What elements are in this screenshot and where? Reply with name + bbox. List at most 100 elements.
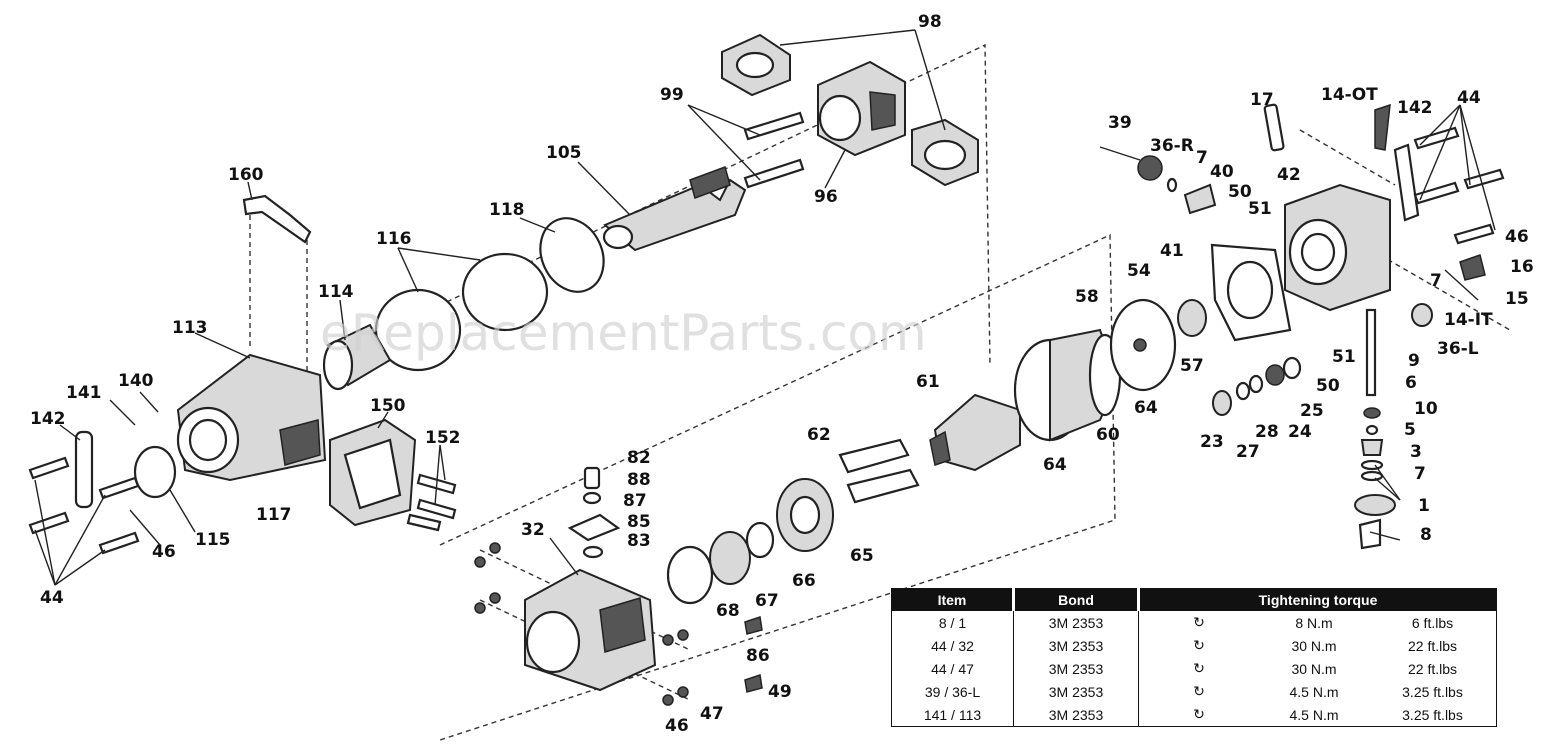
- cell-item: 44 / 32: [891, 634, 1014, 657]
- callout-14-OT: 14-OT: [1321, 85, 1378, 105]
- table-row: 44 / 32 3M 2353 ↻ 30 N.m 22 ft.lbs: [891, 634, 1497, 657]
- callout-64-right: 64: [1134, 398, 1158, 418]
- reverse-valve-14-IT: [1411, 254, 1486, 327]
- rotate-clockwise-icon: ↻: [1193, 706, 1205, 722]
- cell-bond: 3M 2353: [1013, 680, 1139, 703]
- rear-housing-32: [524, 568, 657, 692]
- callout-105: 105: [546, 143, 582, 163]
- housing-sleeves-116: [374, 252, 549, 372]
- callout-98: 98: [918, 12, 942, 32]
- rotate-clockwise-icon: ↻: [1193, 660, 1205, 676]
- o-ring-118: [539, 217, 605, 293]
- cell-item: 44 / 47: [891, 657, 1014, 680]
- callout-10: 10: [1414, 399, 1438, 419]
- callout-39: 39: [1108, 113, 1132, 133]
- hammer-pins: [743, 111, 805, 189]
- table-row: 8 / 1 3M 2353 ↻ 8 N.m 6 ft.lbs: [891, 611, 1497, 634]
- rotor-61: [929, 393, 1021, 472]
- callout-8: 8: [1420, 525, 1432, 545]
- cell-bond: 3M 2353: [1013, 634, 1139, 657]
- callout-42: 42: [1277, 165, 1301, 185]
- callout-115: 115: [195, 530, 231, 550]
- cell-nm: 8 N.m: [1295, 614, 1333, 631]
- callout-labels: 98 99 105 118 116 96 160 114 113 141 140…: [30, 12, 1534, 736]
- header-torque: Tightening torque: [1138, 588, 1497, 611]
- callout-62: 62: [807, 425, 831, 445]
- hammer-cage-part: [721, 33, 979, 187]
- bushing-114: [322, 323, 392, 391]
- callout-28: 28: [1255, 422, 1279, 442]
- callout-51-bottom: 51: [1332, 347, 1356, 367]
- callout-7-right: 7: [1430, 271, 1442, 291]
- callout-142-right: 142: [1397, 98, 1433, 118]
- cell-nm: 4.5 N.m: [1289, 706, 1339, 723]
- bracket-160: [242, 194, 312, 244]
- callout-36-L: 36-L: [1437, 339, 1479, 359]
- callout-68: 68: [716, 601, 740, 621]
- cell-bond: 3M 2353: [1013, 657, 1139, 680]
- handle-142-left: [74, 430, 94, 509]
- cell-item: 8 / 1: [891, 611, 1014, 634]
- end-plate-65: [776, 478, 834, 552]
- callout-96: 96: [814, 187, 838, 207]
- callout-57: 57: [1180, 356, 1204, 376]
- callout-44-left: 44: [40, 588, 64, 608]
- callout-32: 32: [521, 520, 545, 540]
- callout-47: 47: [700, 704, 724, 724]
- callout-50-top: 50: [1228, 182, 1252, 202]
- screws-44-right: [1413, 126, 1505, 245]
- cell-item: 39 / 36-L: [891, 680, 1014, 703]
- cell-nm: 30 N.m: [1291, 660, 1337, 677]
- rotate-clockwise-icon: ↻: [1193, 683, 1205, 699]
- callout-36-R: 36-R: [1150, 136, 1194, 156]
- callout-141: 141: [66, 383, 102, 403]
- small-parts-82-83: [567, 466, 621, 559]
- callout-67: 67: [755, 591, 779, 611]
- leader-lines: [34, 29, 1496, 586]
- callout-116: 116: [376, 229, 412, 249]
- cell-bond: 3M 2353: [1013, 611, 1139, 634]
- callout-46-left: 46: [152, 542, 176, 562]
- screw-39: [1099, 146, 1217, 215]
- rotate-clockwise-icon: ↻: [1193, 614, 1205, 630]
- seal-115: [133, 445, 177, 499]
- cell-bond: 3M 2353: [1013, 703, 1139, 727]
- callout-60: 60: [1096, 425, 1120, 445]
- callout-50-bottom: 50: [1316, 376, 1340, 396]
- table-header-row: Item Bond Tightening torque: [891, 588, 1497, 611]
- callout-51-top: 51: [1248, 199, 1272, 219]
- callout-46-right: 46: [1505, 227, 1529, 247]
- anvil-shaft: [602, 166, 747, 252]
- header-item: Item: [891, 588, 1015, 611]
- handle-142-right: [1393, 143, 1420, 222]
- callout-7-top: 7: [1196, 148, 1208, 168]
- callout-40: 40: [1210, 162, 1234, 182]
- callout-140: 140: [118, 371, 154, 391]
- callout-24: 24: [1288, 422, 1312, 442]
- callout-6: 6: [1405, 373, 1417, 393]
- callout-1: 1: [1418, 496, 1430, 516]
- valve-parts-23-28: [1212, 356, 1302, 416]
- bearing-54: [1177, 299, 1207, 337]
- cover-150: [329, 418, 417, 527]
- cell-ftlbs: 3.25 ft.lbs: [1402, 706, 1463, 723]
- cell-ftlbs: 22 ft.lbs: [1407, 637, 1458, 654]
- callout-7-bottom: 7: [1414, 464, 1426, 484]
- callout-5: 5: [1404, 420, 1416, 440]
- callout-58: 58: [1075, 287, 1099, 307]
- rotate-clockwise-icon: ↻: [1193, 637, 1205, 653]
- cell-ftlbs: 3.25 ft.lbs: [1402, 683, 1463, 700]
- callout-54: 54: [1127, 261, 1151, 281]
- callout-118: 118: [489, 200, 525, 220]
- throttle-valve-stack: [1354, 308, 1396, 550]
- callout-160: 160: [228, 165, 264, 185]
- cell-nm: 30 N.m: [1291, 637, 1337, 654]
- callout-61: 61: [916, 372, 940, 392]
- bearings-68-67-66: [666, 521, 775, 605]
- callout-87: 87: [623, 491, 647, 511]
- trigger-14-OT: [1374, 103, 1391, 151]
- callout-14-IT: 14-IT: [1444, 310, 1493, 330]
- callout-83: 83: [627, 531, 651, 551]
- callout-150: 150: [370, 396, 406, 416]
- vanes-62: [838, 438, 920, 504]
